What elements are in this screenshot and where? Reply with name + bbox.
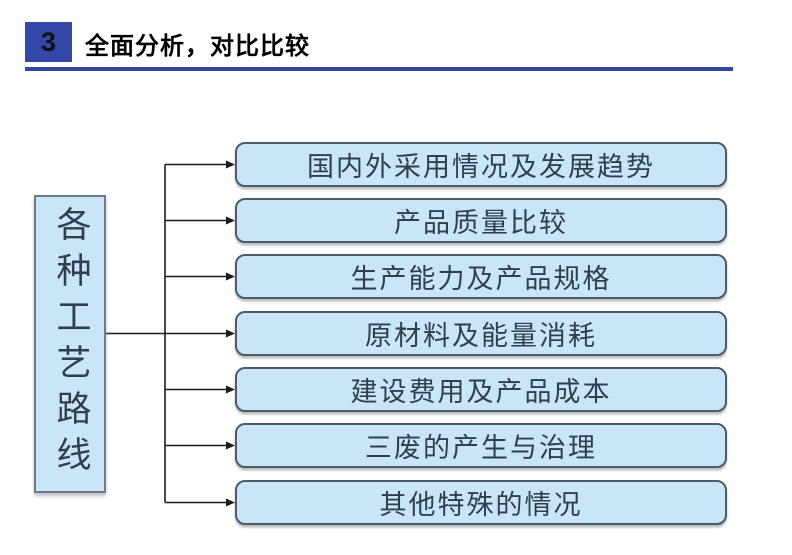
flow-box-label: 原材料及能量消耗 xyxy=(365,321,597,352)
flow-box-materials-energy: 原材料及能量消耗 xyxy=(235,311,727,356)
flow-box-construction-cost: 建设费用及产品成本 xyxy=(235,367,727,412)
slide-title: 全面分析，对比比较 xyxy=(85,32,310,60)
section-number-badge: 3 xyxy=(25,22,72,62)
source-box-label: 各种工艺路线 xyxy=(50,206,91,482)
source-box: 各种工艺路线 xyxy=(34,195,106,493)
flow-box-label: 产品质量比较 xyxy=(394,208,568,239)
flow-box-label: 三废的产生与治理 xyxy=(365,433,597,464)
flow-box-label: 建设费用及产品成本 xyxy=(350,377,612,408)
flow-box-label: 国内外采用情况及发展趋势 xyxy=(307,152,655,183)
flow-box-capacity-specs: 生产能力及产品规格 xyxy=(235,254,727,299)
flow-box-label: 其他特殊的情况 xyxy=(379,490,583,521)
flow-box-other-special: 其他特殊的情况 xyxy=(235,480,727,525)
flow-box-label: 生产能力及产品规格 xyxy=(350,264,612,295)
flow-box-adoption-trends: 国内外采用情况及发展趋势 xyxy=(235,142,727,187)
flow-box-product-quality: 产品质量比较 xyxy=(235,198,727,243)
header-rule xyxy=(25,67,733,71)
flow-box-three-wastes: 三废的产生与治理 xyxy=(235,423,727,468)
